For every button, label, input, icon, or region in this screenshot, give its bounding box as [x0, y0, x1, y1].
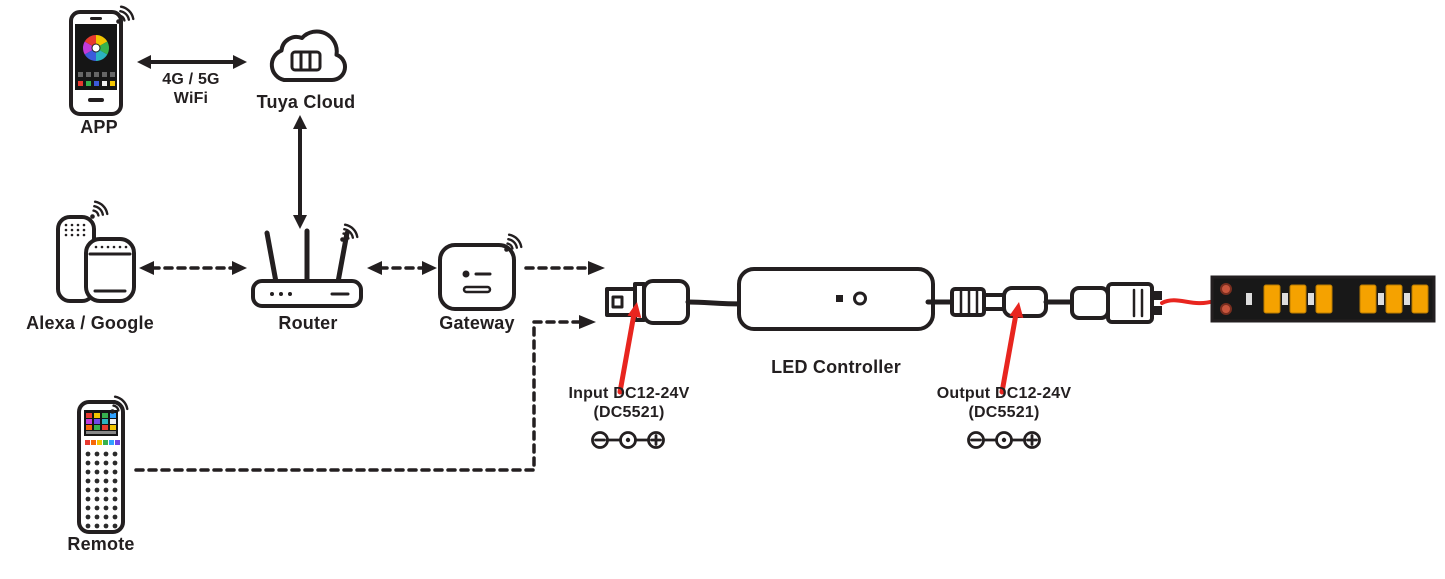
arrow-app-cloud	[137, 55, 247, 69]
arrow-gateway-controller	[524, 261, 605, 275]
output-polarity-icon	[967, 431, 1041, 449]
wifi-signal-icon	[340, 223, 359, 242]
input-label: Input DC12-24V (DC5521)	[543, 384, 715, 422]
led-strip-icon	[1210, 275, 1436, 323]
wifi-signal-icon	[110, 395, 129, 414]
output-pointer-arrow	[999, 302, 1024, 395]
wifi-signal-icon	[116, 5, 135, 24]
wifi-signal-icon	[504, 233, 523, 252]
led-controller-icon	[737, 267, 935, 331]
network-label-line2: WiFi	[173, 90, 209, 107]
input-pointer-arrow	[617, 302, 642, 395]
gateway-icon	[438, 243, 516, 311]
remote-label: Remote	[67, 534, 135, 554]
network-label: 4G / 5G WiFi	[136, 70, 246, 108]
smart-speakers-icon	[56, 215, 136, 303]
remote-signal-path	[134, 315, 596, 472]
input-label-line1: Input DC12-24V	[568, 385, 690, 402]
output-label-line1: Output DC12-24V	[936, 385, 1072, 402]
arrow-router-gateway	[367, 261, 437, 275]
arrow-cloud-router	[293, 115, 307, 229]
arrow-speakers-router	[139, 261, 247, 275]
app-label: APP	[80, 117, 118, 137]
gateway-label: Gateway	[439, 313, 515, 333]
network-label-line1: 4G / 5G	[162, 71, 220, 88]
dc-adapter-icon	[1070, 282, 1216, 324]
remote-icon	[77, 400, 125, 534]
tuya-cloud-label: Tuya Cloud	[256, 92, 356, 112]
led-controller-label: LED Controller	[771, 357, 901, 377]
tuya-cloud-icon	[269, 29, 347, 82]
router-label: Router	[278, 313, 338, 333]
app-phone-icon	[69, 10, 123, 116]
router-icon	[251, 228, 363, 308]
alexa-google-label: Alexa / Google	[26, 313, 154, 333]
input-polarity-icon	[591, 431, 665, 449]
output-label-line2: (DC5521)	[968, 404, 1040, 421]
input-label-line2: (DC5521)	[593, 404, 665, 421]
wifi-signal-icon	[90, 200, 109, 219]
output-label: Output DC12-24V (DC5521)	[918, 384, 1090, 422]
